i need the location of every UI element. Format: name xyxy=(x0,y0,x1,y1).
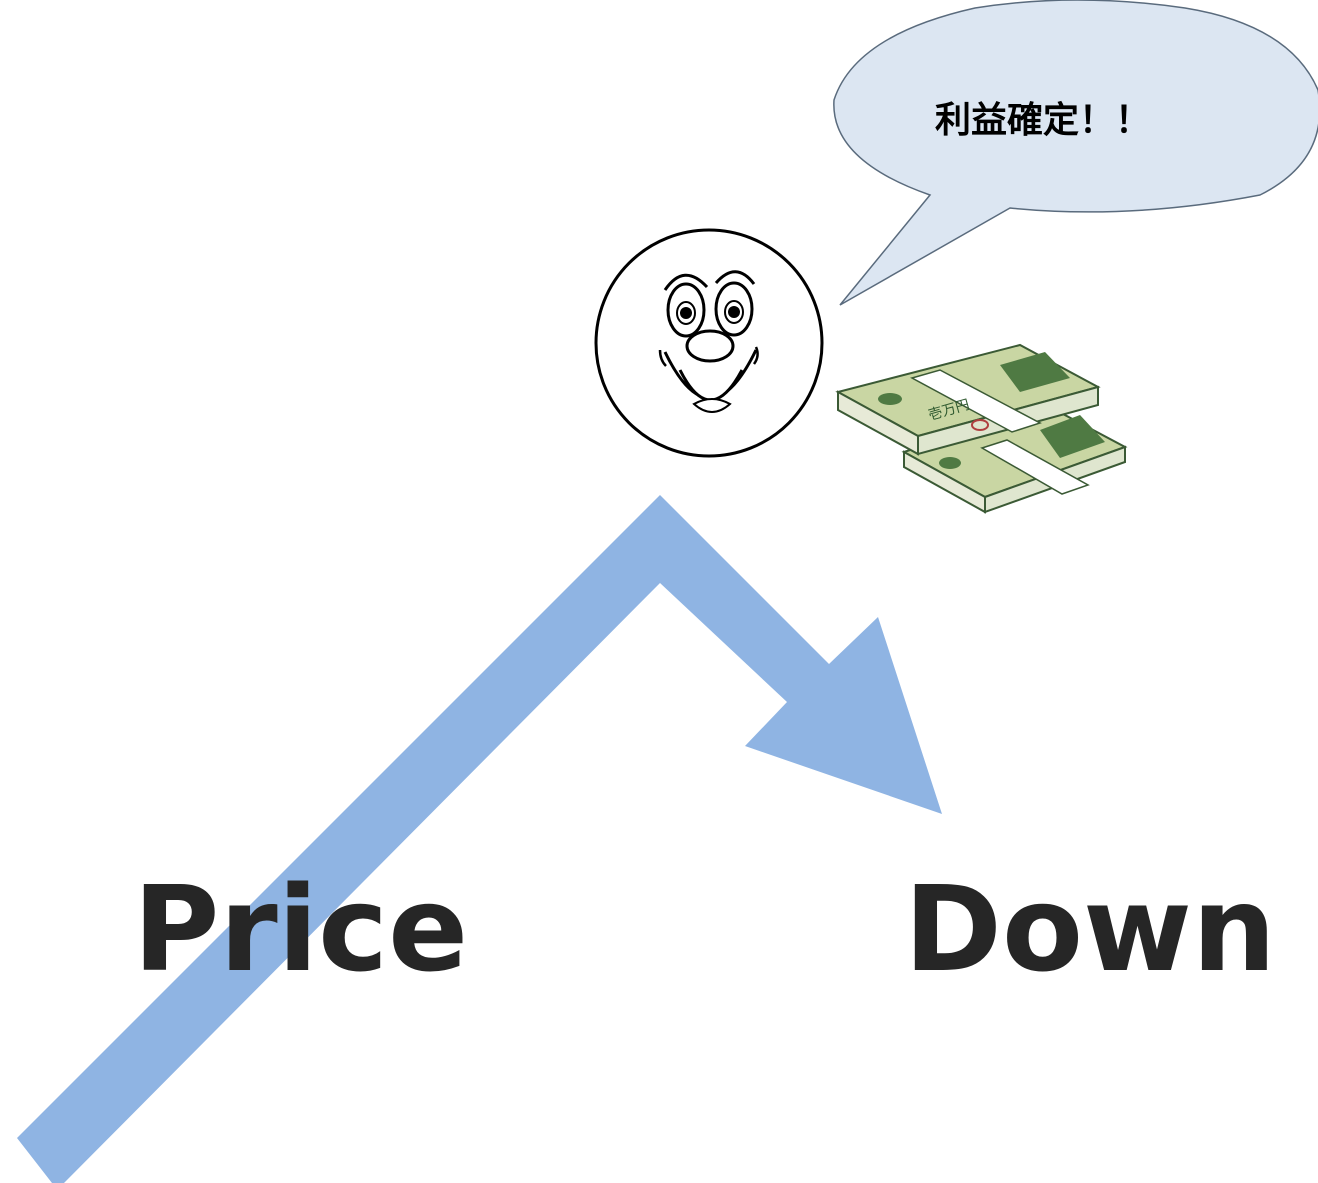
speech-bubble: 利益確定！！ xyxy=(833,0,1318,306)
smiley-face-icon xyxy=(594,228,824,458)
down-label: Down xyxy=(904,860,1276,998)
speech-bubble-text: 利益確定！！ xyxy=(935,100,1151,141)
price-label: Price xyxy=(133,860,468,998)
price-trend-arrow xyxy=(17,495,942,1183)
money-stack-icon: 壱万円 xyxy=(835,343,1128,514)
